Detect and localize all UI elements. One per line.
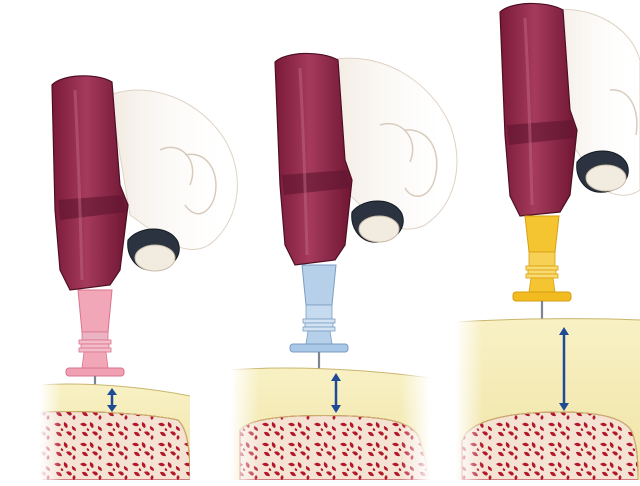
io-driver-icon	[499, 2, 629, 217]
depth-arrow-icon	[559, 327, 569, 411]
panel-long	[455, 2, 640, 480]
bone-cross-section-icon	[455, 318, 640, 480]
needle-hub-icon	[65, 289, 125, 420]
depth-arrow-icon	[331, 373, 341, 413]
bone-cross-section-icon	[230, 355, 430, 480]
io-driver-icon	[51, 75, 180, 291]
needle-hub-icon	[289, 264, 349, 413]
panel-short	[40, 75, 238, 480]
panel-medium	[230, 52, 458, 480]
depth-arrow-icon	[107, 388, 117, 412]
hand-icon	[329, 57, 458, 230]
io-driver-icon	[274, 52, 404, 266]
hand-icon	[109, 89, 238, 250]
bone-cross-section-icon	[40, 380, 190, 480]
